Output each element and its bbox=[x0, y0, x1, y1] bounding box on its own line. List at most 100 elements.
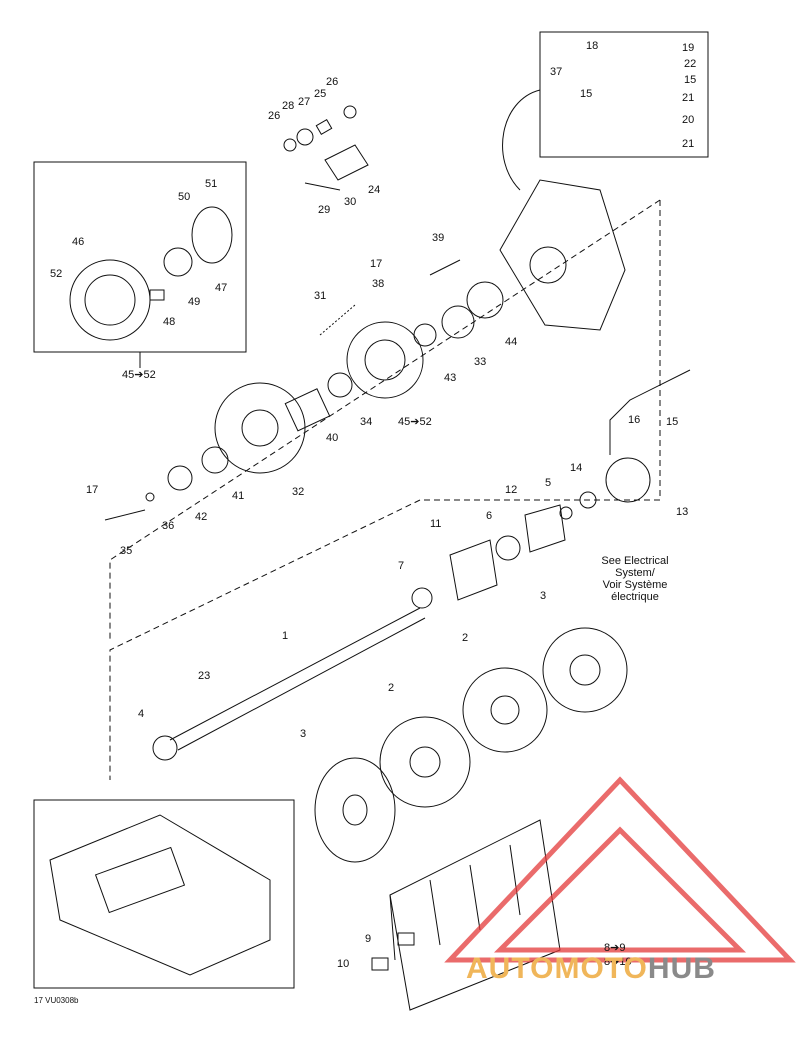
bearing-40 bbox=[284, 388, 331, 432]
sprocket-upper bbox=[346, 321, 424, 399]
sprocket-2-middle bbox=[462, 667, 548, 753]
assembly-frame-upper bbox=[109, 200, 661, 780]
callout-2b: 2 bbox=[388, 682, 395, 694]
electrical-system-note: See Electrical System/ Voir Système élec… bbox=[580, 555, 690, 603]
brake-leader bbox=[502, 89, 541, 191]
bearing-6 bbox=[495, 535, 521, 561]
seal-14 bbox=[579, 491, 597, 509]
callout-23: 23 bbox=[198, 670, 211, 682]
callout-24: 24 bbox=[368, 184, 381, 196]
callout-39: 39 bbox=[432, 232, 445, 244]
sprocket-2-left bbox=[379, 716, 471, 808]
callout-20: 20 bbox=[682, 114, 695, 126]
chassis-frame bbox=[49, 814, 271, 976]
circlip-33 bbox=[441, 305, 475, 339]
callout-32: 32 bbox=[292, 486, 305, 498]
callout-45-52b: 45➔52 bbox=[398, 416, 432, 428]
callout-26b: 26 bbox=[268, 110, 281, 122]
drive-axle-1 bbox=[169, 607, 426, 751]
callout-27: 27 bbox=[298, 96, 311, 108]
gear-32 bbox=[214, 382, 306, 474]
note-line-1: See Electrical bbox=[601, 555, 669, 567]
callout-34: 34 bbox=[360, 416, 373, 428]
pin-48 bbox=[149, 289, 165, 301]
callout-2a: 2 bbox=[462, 632, 469, 644]
callout-26a: 26 bbox=[326, 76, 339, 88]
callout-51: 51 bbox=[205, 178, 218, 190]
washer-42 bbox=[167, 465, 193, 491]
clip-10 bbox=[371, 957, 389, 971]
callout-17b: 17 bbox=[86, 484, 99, 496]
logo-word-moto: MOTO bbox=[554, 952, 648, 985]
callout-47: 47 bbox=[215, 282, 228, 294]
callout-14: 14 bbox=[570, 462, 583, 474]
sprocket-3-right bbox=[542, 627, 628, 713]
seal-4 bbox=[152, 735, 178, 761]
spacer-41 bbox=[201, 446, 229, 474]
callout-1: 1 bbox=[282, 630, 289, 642]
inset-box-chassis bbox=[33, 799, 295, 989]
callout-30: 30 bbox=[344, 196, 357, 208]
washer-43 bbox=[413, 323, 437, 347]
callout-50: 50 bbox=[178, 191, 191, 203]
logo-word-auto: AUTO bbox=[466, 952, 555, 985]
callout-44: 44 bbox=[505, 336, 518, 348]
callout-3b: 3 bbox=[300, 728, 307, 740]
bushing-27 bbox=[315, 118, 333, 136]
reference-code: 17 VU0308b bbox=[34, 996, 79, 1005]
lever-39 bbox=[429, 259, 461, 276]
inset-box-gear-detail bbox=[33, 161, 247, 353]
callout-17a: 17 bbox=[370, 258, 383, 270]
callout-48: 48 bbox=[163, 316, 176, 328]
callout-8-9: 8➔9 bbox=[604, 942, 626, 954]
watermark-triangle bbox=[444, 776, 796, 963]
bearing-44 bbox=[466, 281, 504, 319]
callout-6: 6 bbox=[486, 510, 493, 522]
callout-40: 40 bbox=[326, 432, 339, 444]
callout-15b: 15 bbox=[580, 88, 593, 100]
clip-9 bbox=[397, 932, 415, 946]
callout-18: 18 bbox=[586, 40, 599, 52]
watermark-logo: AUTOMOTOHUB bbox=[466, 952, 796, 1002]
callout-49: 49 bbox=[188, 296, 201, 308]
bearing-28 bbox=[296, 128, 314, 146]
electrical-wire bbox=[609, 369, 691, 455]
callout-22: 22 bbox=[684, 58, 697, 70]
callout-21a: 21 bbox=[682, 92, 695, 104]
callout-4: 4 bbox=[138, 708, 145, 720]
callout-46: 46 bbox=[72, 236, 85, 248]
callout-41: 41 bbox=[232, 490, 245, 502]
flange-12 bbox=[524, 504, 566, 553]
chaincase-housing bbox=[499, 179, 626, 331]
callout-13: 13 bbox=[676, 506, 689, 518]
callout-3a: 3 bbox=[540, 590, 547, 602]
callout-29: 29 bbox=[318, 204, 331, 216]
washer-5 bbox=[559, 506, 573, 520]
washer-26-right bbox=[343, 105, 357, 119]
note-line-4: électrique bbox=[611, 591, 659, 603]
washer-36 bbox=[145, 492, 155, 502]
ring-34 bbox=[327, 372, 353, 398]
callout-36: 36 bbox=[162, 520, 175, 532]
callout-5: 5 bbox=[545, 477, 552, 489]
sensor-13 bbox=[605, 457, 651, 503]
note-line-3: Voir Système bbox=[602, 579, 668, 591]
callout-11: 11 bbox=[430, 518, 442, 530]
note-line-2: System/ bbox=[615, 567, 655, 579]
callout-25: 25 bbox=[314, 88, 327, 100]
callout-19: 19 bbox=[682, 42, 695, 54]
inset-box-brake bbox=[539, 31, 709, 158]
callout-8-10: 8➔10 bbox=[604, 956, 632, 968]
callout-37: 37 bbox=[550, 66, 563, 78]
callout-52: 52 bbox=[50, 268, 63, 280]
callout-9: 9 bbox=[365, 933, 372, 945]
flange-11 bbox=[449, 539, 498, 601]
callout-21b: 21 bbox=[682, 138, 695, 150]
assembly-frame-lower bbox=[109, 199, 661, 640]
ring-7 bbox=[411, 587, 433, 609]
callout-33: 33 bbox=[474, 356, 487, 368]
callout-12: 12 bbox=[505, 484, 518, 496]
hub-47 bbox=[163, 247, 193, 277]
callout-28: 28 bbox=[282, 100, 295, 112]
